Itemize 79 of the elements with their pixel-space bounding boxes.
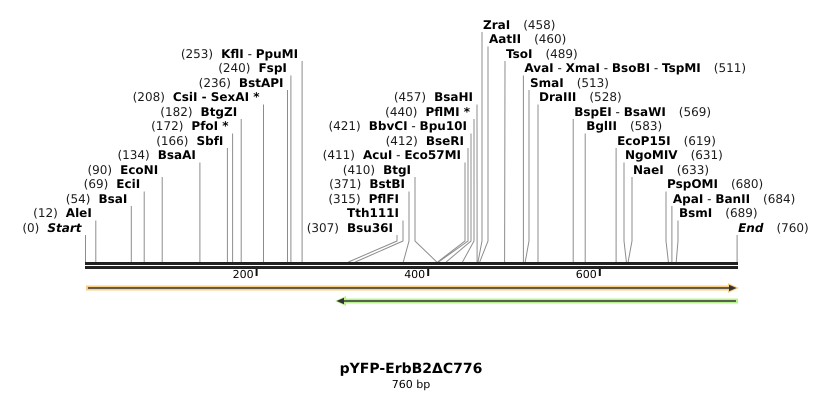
cut-site-label: (421) BbvCI - Bpu10I xyxy=(328,119,471,134)
cut-site-label: NaeI (633) xyxy=(632,162,710,177)
scale-number: 600 xyxy=(576,268,597,281)
leader-line xyxy=(402,191,410,262)
cut-site-label: (0) Start xyxy=(22,220,86,235)
cut-site-label: (315) PflFI Tth111I xyxy=(328,192,403,220)
cut-site-label: End (760) xyxy=(737,220,809,235)
leader-line xyxy=(302,60,303,262)
leader-line xyxy=(199,162,200,262)
cut-site-label: (166) SbfI xyxy=(156,134,228,148)
cut-site-label: (240) FspI xyxy=(218,61,291,76)
cut-site-label: (208) CsiI - SexAI * xyxy=(132,90,264,104)
cut-site-label: (12) AleI xyxy=(33,206,96,220)
cut-site-label: (307) Bsu36I xyxy=(306,220,397,235)
cut-site-label: NgoMIV (631) xyxy=(624,148,723,162)
leader-line xyxy=(130,206,132,262)
leader-line xyxy=(462,118,474,262)
cut-site-label: TsoI (489) xyxy=(505,46,578,61)
leader-line xyxy=(95,220,96,262)
cut-site-label: (457) BsaHI xyxy=(394,90,477,104)
cut-site-label: PspOMI (680) xyxy=(666,177,764,192)
leader-line xyxy=(354,220,404,262)
leader-line xyxy=(584,133,586,262)
cut-site-label: (54) BsaI xyxy=(66,192,132,206)
leader-line xyxy=(666,191,669,262)
cut-site-label: (172) PfoI * xyxy=(151,119,233,134)
leader-line xyxy=(348,234,398,262)
leader-line xyxy=(504,60,506,262)
cut-site-label: BsmI (689) xyxy=(678,206,758,220)
cut-site-label: AvaI - XmaI - BsoBI - TspMI (511) xyxy=(523,61,746,76)
cut-site-label: (411) AcuI - Eco57MI xyxy=(322,148,465,162)
leader-line xyxy=(676,220,678,262)
leader-line xyxy=(478,32,482,262)
leader-line xyxy=(736,234,738,262)
cut-site-label: (90) EcoNI xyxy=(87,162,162,177)
cut-site-label: EcoP15I (619) xyxy=(616,134,716,148)
cut-site-label: (182) BtgZI xyxy=(160,104,242,119)
leader-line xyxy=(240,118,242,262)
cut-site-label: SmaI (513) xyxy=(529,76,609,90)
leader-line xyxy=(522,75,524,262)
cut-site-label: (134) BsaAI xyxy=(117,148,200,162)
leader-line xyxy=(290,75,292,262)
cut-site-label: ZraI (458) xyxy=(482,18,556,32)
leader-line xyxy=(446,133,472,262)
leader-line xyxy=(437,162,466,262)
cut-site-label: (236) BstAPI xyxy=(198,76,288,90)
leader-line xyxy=(572,118,574,262)
leader-line xyxy=(476,104,478,262)
scale-number: 400 xyxy=(404,268,426,281)
leader-line xyxy=(287,90,288,262)
cut-site-label: (69) EciI xyxy=(84,177,144,192)
cut-site-label: (412) BseRI xyxy=(386,134,468,148)
leader-line xyxy=(616,148,617,262)
leader-line xyxy=(671,206,672,262)
leader-line xyxy=(226,148,228,262)
cut-site-label: DraIII (528) xyxy=(538,90,622,104)
cut-site-label: AatII (460) xyxy=(488,32,566,46)
cut-site-label: BspEI - BsaWI (569) xyxy=(573,104,712,119)
leader-line xyxy=(232,133,234,262)
leader-line xyxy=(524,90,530,262)
leader-line xyxy=(624,162,627,262)
dna-backbone xyxy=(85,262,738,269)
leader-line xyxy=(438,148,468,262)
leader-line xyxy=(414,176,438,262)
leader-line xyxy=(162,176,163,262)
leader-line xyxy=(479,46,488,262)
cut-site-label: BglII (583) xyxy=(585,119,662,134)
cut-site-label: (371) BstBI xyxy=(329,177,409,192)
cut-site-label: ApaI - BanII (684) xyxy=(672,192,796,206)
leader-line xyxy=(628,176,632,262)
cut-site-label: (253) KflI - PpuMI xyxy=(180,46,302,61)
scale-number: 200 xyxy=(232,268,254,281)
map-title: pYFP-ErbB2ΔC776 xyxy=(340,361,482,378)
leader-line xyxy=(263,104,264,262)
cut-site-label: (440) PflMI * xyxy=(385,104,474,119)
sequence-length: 760 bp xyxy=(392,378,430,391)
leader-line xyxy=(85,234,86,262)
leader-line xyxy=(144,191,145,262)
cut-site-label: (410) BtgI xyxy=(342,162,415,177)
